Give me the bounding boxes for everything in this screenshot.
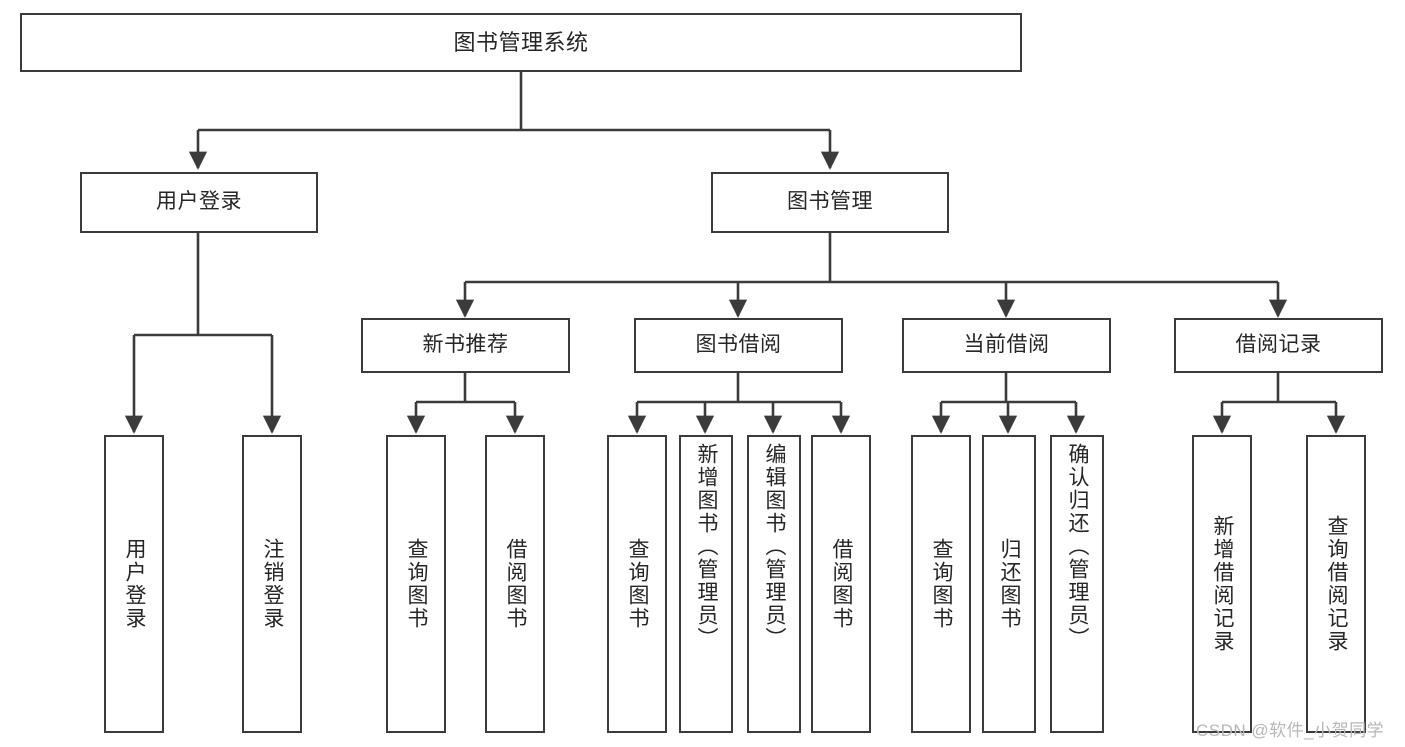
node-leaf-add-book[interactable]: 新增图书（管理员） [679,435,733,733]
node-root-label: 图书管理系统 [453,29,589,55]
node-root[interactable]: 图书管理系统 [20,13,1022,72]
node-leaf-confirm-return[interactable]: 确认归还（管理员） [1050,435,1104,733]
node-leaf-query-book-3-label: 查询图书 [930,538,954,630]
node-leaf-add-record-label: 新增借阅记录 [1211,515,1235,653]
csdn-watermark: CSDN @软件_小贺同学 [1196,721,1385,740]
node-book-manage[interactable]: 图书管理 [711,172,949,233]
node-user-login-label: 用户登录 [156,190,242,214]
node-book-manage-label: 图书管理 [787,190,873,214]
node-leaf-borrow-book-1-label: 借阅图书 [504,538,528,630]
node-leaf-edit-book[interactable]: 编辑图书（管理员） [747,435,801,733]
node-borrow-record-label: 借阅记录 [1235,333,1322,357]
node-leaf-return-book[interactable]: 归还图书 [982,435,1036,733]
node-book-borrow-label: 图书借阅 [695,333,782,357]
node-new-book-recommend[interactable]: 新书推荐 [361,318,570,373]
node-leaf-user-login-label: 用户登录 [123,538,147,630]
node-user-login[interactable]: 用户登录 [80,172,318,233]
node-leaf-add-record[interactable]: 新增借阅记录 [1192,435,1252,733]
node-leaf-borrow-book-2[interactable]: 借阅图书 [811,435,871,733]
node-leaf-query-book-1-label: 查询图书 [405,538,429,630]
node-leaf-user-logout[interactable]: 注销登录 [242,435,302,733]
node-leaf-return-book-label: 归还图书 [998,538,1022,630]
node-leaf-edit-book-label: 编辑图书（管理员） [763,443,787,650]
node-borrow-record[interactable]: 借阅记录 [1174,318,1383,373]
node-leaf-query-book-2-label: 查询图书 [626,538,650,630]
node-leaf-borrow-book-2-label: 借阅图书 [830,538,854,630]
node-leaf-add-book-label: 新增图书（管理员） [695,443,719,650]
node-book-borrow[interactable]: 图书借阅 [634,318,843,373]
node-leaf-query-record-label: 查询借阅记录 [1325,515,1349,653]
node-leaf-query-record[interactable]: 查询借阅记录 [1306,435,1366,733]
node-leaf-query-book-3[interactable]: 查询图书 [911,435,971,733]
node-leaf-user-logout-label: 注销登录 [261,538,285,630]
node-leaf-query-book-1[interactable]: 查询图书 [386,435,446,733]
node-current-borrow-label: 当前借阅 [963,333,1050,357]
node-leaf-borrow-book-1[interactable]: 借阅图书 [485,435,545,733]
node-current-borrow[interactable]: 当前借阅 [902,318,1111,373]
node-new-book-recommend-label: 新书推荐 [422,333,509,357]
node-leaf-confirm-return-label: 确认归还（管理员） [1066,443,1090,650]
node-leaf-query-book-2[interactable]: 查询图书 [607,435,667,733]
node-leaf-user-login[interactable]: 用户登录 [104,435,164,733]
